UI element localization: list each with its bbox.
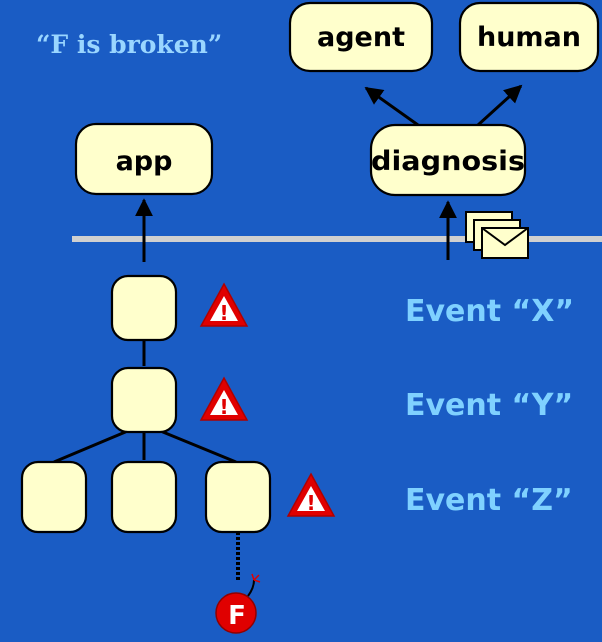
- tree-link-middle-right: [157, 428, 237, 464]
- tree-node-middle: [110, 366, 178, 434]
- warning-icon: !: [199, 376, 249, 421]
- tree-node-leaf-right: [204, 460, 272, 534]
- warning-icon: !: [199, 282, 249, 327]
- tree-link-middle-left: [53, 428, 131, 464]
- warning-glyph: !: [306, 491, 315, 515]
- event-label: Event “Y”: [405, 388, 573, 423]
- human-box: human: [458, 1, 600, 73]
- event-label: Event “Z”: [405, 483, 573, 518]
- diagnosis-box: diagnosis: [369, 123, 527, 197]
- human-label: human: [477, 22, 581, 53]
- app-label: app: [116, 146, 173, 177]
- warning-glyph: !: [219, 301, 228, 325]
- envelope-stack-icon: [465, 211, 529, 259]
- tree-node-leaf-center: [110, 460, 178, 534]
- app-box: app: [74, 122, 214, 196]
- broken-quote: “F is broken”: [36, 30, 222, 59]
- warning-glyph: !: [219, 395, 228, 419]
- event-label: Event “X”: [405, 294, 574, 329]
- warning-icon: !: [286, 472, 336, 517]
- diagnosis-label: diagnosis: [371, 146, 525, 177]
- agent-label: agent: [317, 22, 405, 53]
- bomb-icon: F: [215, 573, 261, 634]
- arrow-diagnosis-to-agent: [364, 86, 419, 127]
- agent-box: agent: [288, 1, 434, 73]
- tree-node-leaf-left: [20, 460, 88, 534]
- bomb-label: F: [228, 601, 246, 631]
- arrow-diagnosis-to-human: [476, 84, 523, 127]
- tree-node-top: [110, 274, 178, 342]
